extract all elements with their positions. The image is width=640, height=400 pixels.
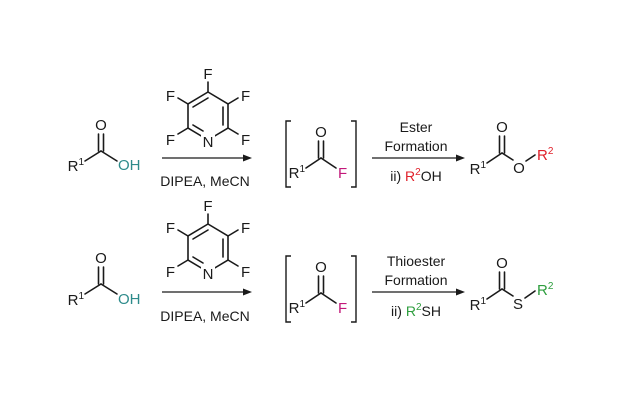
r1-label: R1 bbox=[289, 299, 306, 317]
bond bbox=[84, 283, 102, 295]
bond bbox=[192, 229, 209, 240]
fluorine-label: F bbox=[166, 132, 175, 149]
r1-label: R1 bbox=[470, 160, 487, 178]
step-title-line-2: Formation bbox=[384, 138, 447, 154]
reaction-conditions: DIPEA, MeCN bbox=[160, 173, 249, 189]
reaction-row-thioester: O R1 OH N F F F F F DIPEA, bbox=[68, 198, 554, 324]
nitrogen-label: N bbox=[203, 134, 214, 151]
hydroxyl-label: OH bbox=[118, 157, 141, 174]
bond bbox=[100, 150, 118, 162]
bond bbox=[227, 229, 239, 237]
carboxylic-acid-2: O R1 OH bbox=[68, 250, 141, 309]
reaction-arrow-3 bbox=[162, 288, 252, 296]
left-bracket bbox=[285, 120, 291, 188]
bond bbox=[177, 97, 189, 105]
bond bbox=[501, 288, 514, 297]
bond bbox=[100, 283, 118, 295]
fluorine-label: F bbox=[166, 220, 175, 237]
arrow-head bbox=[456, 288, 465, 296]
bond bbox=[501, 152, 514, 161]
bond bbox=[305, 292, 322, 304]
arrow-head bbox=[243, 154, 252, 162]
bond bbox=[192, 124, 204, 132]
bond bbox=[177, 127, 189, 135]
fluorine-label: F bbox=[166, 264, 175, 281]
hydroxyl-label: OH bbox=[118, 291, 141, 308]
bond bbox=[192, 97, 209, 108]
bond bbox=[320, 292, 337, 304]
right-bracket bbox=[351, 120, 357, 188]
carboxylic-acid-1: O R1 OH bbox=[68, 117, 141, 175]
pyridine-ring bbox=[187, 223, 229, 273]
reaction-arrow-2 bbox=[372, 154, 465, 162]
pentafluoropyridine-2: N F F F F F bbox=[166, 198, 250, 283]
nucleophile-reagent: ii) R2OH bbox=[390, 167, 441, 184]
bond bbox=[525, 154, 536, 162]
left-bracket bbox=[285, 255, 291, 323]
bond bbox=[524, 290, 536, 299]
oxygen-label: O bbox=[95, 250, 107, 267]
fluorine-label: F bbox=[203, 66, 212, 83]
r2-label: R2 bbox=[537, 146, 554, 164]
r1-label: R1 bbox=[68, 291, 85, 309]
fluorine-label: F bbox=[166, 88, 175, 105]
acyl-fluoride-intermediate-1: O R1 F bbox=[285, 120, 357, 188]
bond bbox=[305, 157, 322, 169]
ester-product: O R1 O R2 bbox=[470, 119, 554, 178]
r2-label: R2 bbox=[537, 281, 554, 299]
fluorine-label: F bbox=[203, 198, 212, 215]
bond bbox=[486, 152, 503, 164]
pentafluoropyridine-1: N F F F F F bbox=[166, 66, 250, 151]
arrow-head bbox=[456, 154, 465, 162]
fluorine-label: F bbox=[241, 264, 250, 281]
acyl-fluoride-intermediate-2: O R1 F bbox=[285, 255, 357, 323]
label-mask bbox=[201, 266, 215, 280]
bond bbox=[177, 229, 189, 237]
arrow-head bbox=[243, 288, 252, 296]
bond bbox=[84, 150, 102, 162]
label-mask bbox=[201, 134, 215, 148]
bond bbox=[227, 97, 239, 105]
bond bbox=[320, 157, 337, 169]
oxygen-label: O bbox=[496, 119, 508, 136]
r1-label: R1 bbox=[470, 296, 487, 314]
oxygen-label: O bbox=[315, 124, 327, 141]
bond bbox=[227, 127, 239, 135]
oxygen-label: O bbox=[496, 255, 508, 272]
r1-label: R1 bbox=[68, 157, 85, 175]
fluorine-label: F bbox=[241, 132, 250, 149]
fluorine-label: F bbox=[241, 88, 250, 105]
oxygen-label: O bbox=[95, 117, 107, 134]
right-bracket bbox=[351, 255, 357, 323]
ester-oxygen-label: O bbox=[513, 160, 525, 177]
bond bbox=[177, 259, 189, 267]
reaction-conditions: DIPEA, MeCN bbox=[160, 308, 249, 324]
thioester-product: O R1 S R2 bbox=[470, 255, 554, 314]
step-title-line-2: Formation bbox=[384, 272, 447, 288]
nitrogen-label: N bbox=[203, 266, 214, 283]
step-title-line-1: Ester bbox=[400, 119, 433, 135]
pyridine-ring bbox=[187, 91, 229, 141]
acyl-fluorine-label: F bbox=[338, 165, 347, 182]
reaction-row-ester: O R1 OH N F F F F F DIPEA, bbox=[68, 66, 554, 189]
fluorine-label: F bbox=[241, 220, 250, 237]
reaction-arrow-1 bbox=[162, 154, 252, 162]
bond bbox=[486, 288, 503, 300]
oxygen-label: O bbox=[315, 259, 327, 276]
nucleophile-reagent: ii) R2SH bbox=[391, 302, 441, 319]
bond bbox=[227, 259, 239, 267]
sulfur-label: S bbox=[513, 296, 523, 313]
reaction-arrow-4 bbox=[372, 288, 465, 296]
bond bbox=[192, 256, 204, 264]
step-title-line-1: Thioester bbox=[387, 253, 446, 269]
r1-label: R1 bbox=[289, 164, 306, 182]
acyl-fluorine-label: F bbox=[338, 300, 347, 317]
